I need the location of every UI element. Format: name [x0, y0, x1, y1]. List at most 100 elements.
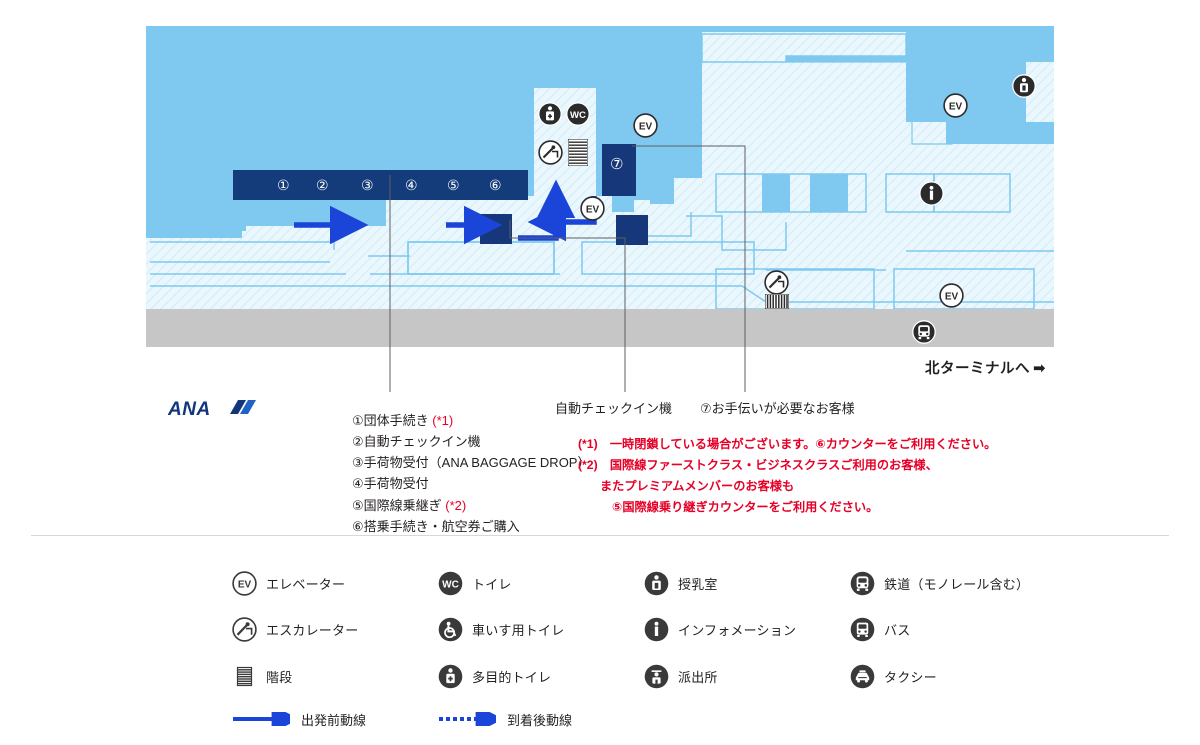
- legend-flow-row: 出発前動線 到着後動線: [232, 710, 1062, 729]
- information-icon: [644, 617, 669, 642]
- counter-list-item: ⑤国際線乗継ぎ (*2): [352, 497, 652, 513]
- counter-item-note: (*2): [445, 497, 467, 513]
- counter-item-label: 手荷物受付（ANA BAGGAGE DROP）: [363, 455, 591, 471]
- nursing-room-icon: [1012, 74, 1036, 98]
- information-icon: [919, 181, 944, 206]
- legend-label: 到着後動線: [507, 712, 573, 728]
- legend-item-wheelchair-toilet: 車いす用トイレ: [438, 617, 644, 642]
- footnote-2: (*2) 国際線ファーストクラス・ビジネスクラスご利用のお客様、: [578, 458, 938, 473]
- legend-label: 出発前動線: [301, 712, 367, 728]
- svg-text:EV: EV: [949, 102, 963, 113]
- wheelchair-toilet-icon: [438, 617, 463, 642]
- counter-item-number: ⑥: [352, 518, 364, 534]
- counter-number: ④: [405, 176, 418, 193]
- counter-list-item: ③手荷物受付（ANA BAGGAGE DROP）: [352, 456, 652, 470]
- legend-label: 鉄道（モノレール含む）: [884, 576, 1030, 592]
- counter-number: ⑥: [489, 176, 502, 193]
- footnote-1: (*1) 一時閉鎖している場合がございます。⑥カウンターをご利用ください。: [578, 437, 997, 451]
- legend-label: 派出所: [678, 669, 718, 685]
- counter-number: ①: [277, 176, 290, 193]
- legend-item-nursing-room: 授乳室: [644, 571, 850, 596]
- legend-item-bus: バス: [850, 617, 1062, 642]
- railway-icon: [850, 571, 875, 596]
- svg-text:WC: WC: [442, 579, 459, 590]
- counter-item-label: 国際線乗継ぎ: [363, 497, 442, 513]
- counter-list-item: ①団体手続き (*1): [352, 414, 652, 428]
- legend-item-taxi: タクシー: [850, 664, 1062, 689]
- legend-label: 授乳室: [678, 576, 718, 592]
- section-divider: [31, 535, 1169, 536]
- assist-counter-block: [602, 144, 636, 196]
- escalator-icon: [538, 140, 563, 165]
- counter-number: ③: [361, 176, 374, 193]
- legend-label: バス: [884, 623, 911, 639]
- stairs-icon: [765, 294, 789, 309]
- svg-text:ANA: ANA: [168, 399, 211, 420]
- counter-list-item: ⑥搭乗手続き・航空券ご購入: [352, 518, 652, 534]
- stairs-icon: [568, 139, 588, 166]
- auto-checkin-kiosk-block-2: [616, 215, 648, 245]
- legend-label: 階段: [266, 669, 293, 685]
- counter-list-item: ④手荷物受付: [352, 477, 652, 491]
- map-room-fills: [762, 174, 848, 212]
- elevator-icon: EV: [939, 283, 964, 308]
- legend-item-escalator: エスカレーター: [232, 617, 438, 642]
- nursing-room-icon: [644, 571, 669, 596]
- counter-item-number: ④: [352, 476, 364, 492]
- footnote-2-line2: またプレミアムメンバーのお客様も: [600, 479, 795, 494]
- escalator-icon: [232, 617, 257, 642]
- north-terminal-direction: 北ターミナルへ➡: [925, 357, 1046, 378]
- map-legend: EV エレベーター WC トイレ 授乳室: [232, 560, 1062, 729]
- counter-item-number: ①: [352, 413, 364, 428]
- toilet-icon: WC: [566, 102, 590, 126]
- legend-item-police-box: 派出所: [644, 664, 850, 689]
- legend-item-stairs: 階段: [232, 664, 438, 689]
- callout-assist-counter: ⑦お手伝いが必要なお客様: [700, 401, 855, 416]
- legend-item-information: インフォメーション: [644, 617, 850, 642]
- counter-item-number: ③: [352, 455, 364, 471]
- counter-number: ②: [316, 176, 329, 193]
- elevator-icon: EV: [580, 196, 605, 221]
- dotted-arrow-icon: [439, 712, 496, 726]
- bus-icon: [850, 617, 875, 642]
- counter-number: ⑤: [447, 176, 460, 193]
- legend-label: 多目的トイレ: [472, 669, 552, 685]
- legend-label: トイレ: [472, 576, 512, 592]
- elevator-icon: EV: [943, 93, 968, 118]
- counter-item-note: (*1): [432, 413, 454, 428]
- counter-item-label: 団体手続き: [363, 413, 429, 428]
- legend-item-multipurpose-toilet: 多目的トイレ: [438, 664, 644, 689]
- counter-item-label: 自動チェックイン機: [363, 434, 481, 450]
- solid-arrow-icon: [233, 712, 290, 726]
- legend-item-elevator: EV エレベーター: [232, 571, 438, 596]
- counter-item-number: ②: [352, 434, 364, 450]
- counter-item-number: ⑤: [352, 497, 364, 513]
- legend-label: エレベーター: [266, 576, 346, 592]
- legend-item-toilet: WC トイレ: [438, 571, 644, 596]
- map-top-structures: [701, 33, 1054, 145]
- legend-label: 車いす用トイレ: [472, 623, 565, 639]
- legend-label: タクシー: [884, 669, 937, 685]
- north-terminal-label: 北ターミナルへ: [925, 361, 1030, 377]
- multipurpose-toilet-icon: [538, 102, 562, 126]
- escalator-icon: [764, 270, 789, 295]
- svg-text:WC: WC: [570, 110, 586, 121]
- counter-item-label: 手荷物受付: [363, 476, 429, 492]
- svg-text:EV: EV: [238, 579, 252, 590]
- legend-label: インフォメーション: [678, 623, 797, 639]
- taxi-icon: [850, 664, 875, 689]
- counter-list-item: ②自動チェックイン機: [352, 435, 652, 449]
- counter-number-row: ① ② ③ ④ ⑤ ⑥: [233, 170, 528, 200]
- railway-icon: [912, 320, 936, 344]
- assist-counter-number: ⑦: [610, 156, 624, 173]
- legend-item-departure-flow: 出発前動線: [232, 710, 438, 729]
- svg-text:EV: EV: [586, 205, 600, 216]
- right-arrow-icon: ➡: [1033, 360, 1047, 377]
- toilet-icon: WC: [438, 571, 463, 596]
- elevator-icon: EV: [232, 571, 257, 596]
- callout-auto-checkin: 自動チェックイン機: [555, 401, 673, 416]
- stairs-icon: [236, 666, 253, 686]
- legend-item-arrival-flow: 到着後動線: [438, 710, 572, 729]
- footnote-2-line3: ⑤国際線乗り継ぎカウンターをご利用ください。: [612, 500, 879, 515]
